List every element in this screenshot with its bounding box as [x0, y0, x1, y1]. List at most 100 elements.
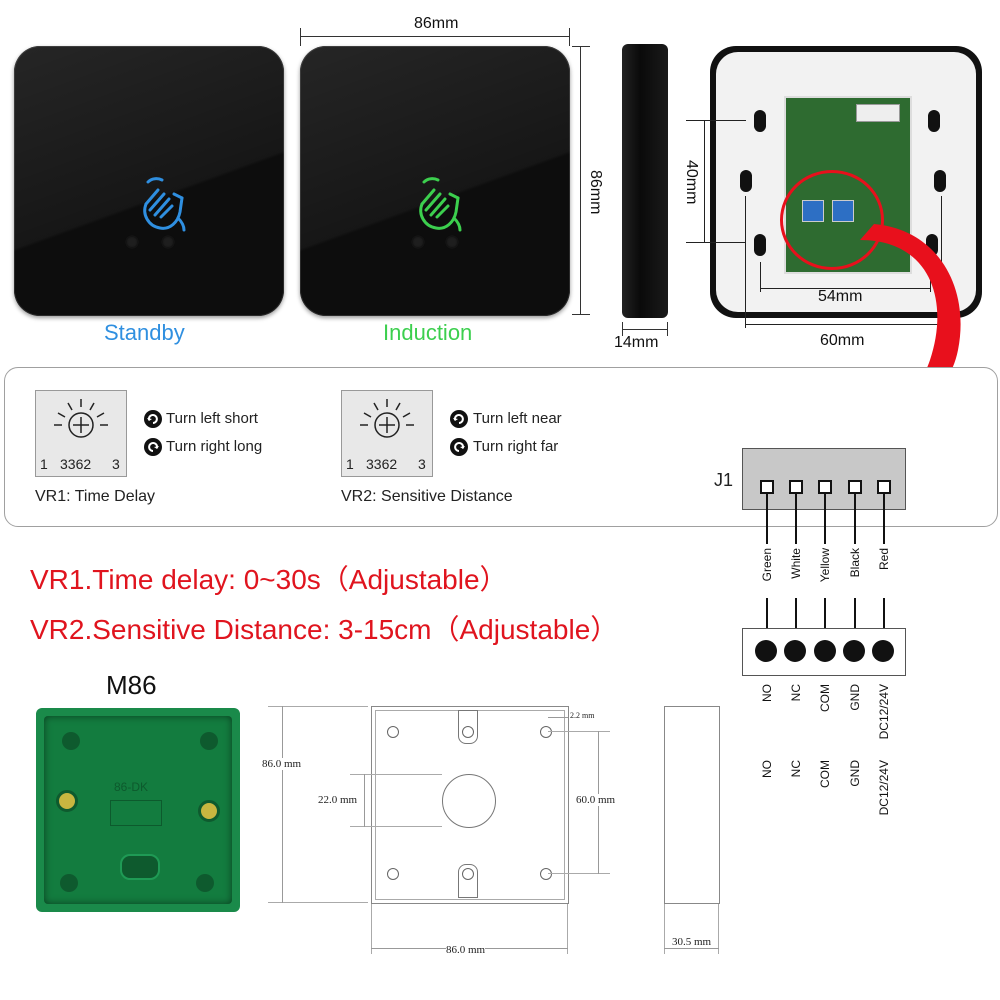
drawing-height-label: 86.0 mm [262, 758, 302, 770]
width-dimension-line [300, 36, 570, 37]
vr1-turn-left: Turn left short [166, 410, 258, 427]
center-hole [442, 774, 496, 828]
wire [824, 494, 826, 544]
mount-slot [740, 170, 752, 192]
pot-pin-left: 1 [40, 456, 48, 472]
mount-slot [754, 234, 766, 256]
vr1-caption: VR1: Time Delay [35, 488, 156, 505]
vr1-turn-right: Turn right long [166, 438, 263, 455]
terminal-label: NC [789, 760, 803, 778]
induction-sensor-pad [300, 46, 570, 316]
depth-label: 14mm [614, 334, 659, 351]
pot-pin-right: 3 [112, 456, 120, 472]
terminal-label: DC12/24V [877, 760, 891, 816]
drawing-depth-label: 30.5 mm [672, 936, 712, 948]
mount-slot [754, 110, 766, 132]
mount-hole [60, 874, 78, 892]
trim-pot-icon [360, 399, 414, 438]
induction-label: Induction [383, 320, 473, 345]
drawing-slot [458, 864, 478, 898]
terminal-screw [784, 640, 806, 662]
j1-pin [760, 480, 774, 494]
drawing-hole-offset-label: 22.0 mm [318, 794, 358, 806]
terminal-label: NC [789, 684, 803, 702]
wire-color-label: Yellow [818, 548, 832, 583]
terminal-screw [872, 640, 894, 662]
j1-pin [789, 480, 803, 494]
height-label: 86mm [587, 170, 604, 215]
j1-pin [848, 480, 862, 494]
wire [766, 494, 768, 544]
drawing-hole [387, 868, 399, 880]
drawing-hole [462, 726, 474, 738]
mount-hole [200, 732, 218, 750]
drawing-hole [387, 726, 399, 738]
mount-slot [934, 170, 946, 192]
pot-model: 3362 [366, 456, 398, 472]
vr2-turn-right: Turn right far [473, 438, 559, 455]
blue-hand-icon [143, 177, 186, 232]
drawing-slot-label: 2.2 mm [570, 711, 595, 720]
rotate-right-icon [144, 438, 162, 456]
wire-color-label: White [789, 548, 803, 579]
screw-hole [56, 790, 78, 812]
vr2-caption: VR2: Sensitive Distance [341, 488, 513, 505]
wire-color-label: Green [760, 548, 774, 582]
green-hand-icon [419, 177, 462, 232]
standby-sensor-pad [14, 46, 284, 316]
pot-pin-left: 1 [346, 456, 354, 472]
width-label: 86mm [414, 15, 459, 32]
terminal-label: GND [848, 760, 862, 787]
terminal-screw [814, 640, 836, 662]
terminal-screw [755, 640, 777, 662]
wire-color-label: Red [877, 548, 891, 571]
drawing-slot [458, 710, 478, 744]
terminal-label: GND [848, 684, 862, 711]
rotate-left-icon [144, 410, 162, 428]
rotate-right-icon [450, 438, 468, 456]
spec-sensitive-distance: VR2.Sensitive Distance: 3-15cm（Adjustabl… [30, 614, 619, 645]
terminal-label: DC12/24V [877, 684, 891, 740]
terminal-label: COM [818, 760, 832, 788]
drawing-hole [462, 868, 474, 880]
wire [854, 494, 856, 544]
trim-pot-icon [54, 399, 108, 438]
screw-hole [198, 800, 220, 822]
mount-hole [196, 874, 214, 892]
wire [795, 494, 797, 544]
terminal-label: NO [760, 760, 774, 778]
hole-54-label: 54mm [818, 288, 863, 305]
hole-vertical-label: 40mm [683, 160, 700, 205]
mount-hole [62, 732, 80, 750]
terminal-label: NO [760, 684, 774, 702]
highlight-circle [780, 170, 884, 270]
mount-slot [928, 110, 940, 132]
hole-60-label: 60mm [820, 332, 865, 349]
box-title: M86 [106, 670, 157, 700]
drawing-hole-spacing-label: 60.0 mm [576, 794, 616, 806]
vr2-turn-left: Turn left near [473, 410, 562, 427]
j1-pin [877, 480, 891, 494]
vr2-pot-diagram: 1 3362 3 [341, 390, 433, 477]
j1-pin [818, 480, 832, 494]
pot-model: 3362 [60, 456, 92, 472]
knockout-slot [120, 854, 160, 880]
mounting-box: 86-DK [36, 708, 240, 912]
connector-label: J1 [714, 470, 734, 490]
drawing-side [664, 706, 720, 904]
pot-pin-right: 3 [418, 456, 426, 472]
terminal-label: COM [818, 684, 832, 712]
drawing-width-label: 86.0 mm [446, 944, 486, 956]
embossed-text: 86-DK [114, 780, 149, 794]
terminal-screw [843, 640, 865, 662]
pcb-connector [856, 104, 900, 122]
drawing-hole [540, 726, 552, 738]
side-profile [622, 44, 668, 318]
vr1-pot-diagram: 1 3362 3 [35, 390, 127, 477]
height-dimension-line [580, 46, 581, 314]
drawing-hole [540, 868, 552, 880]
standby-label: Standby [104, 320, 185, 345]
wire [883, 494, 885, 544]
wire-color-label: Black [848, 548, 862, 578]
rotate-left-icon [450, 410, 468, 428]
